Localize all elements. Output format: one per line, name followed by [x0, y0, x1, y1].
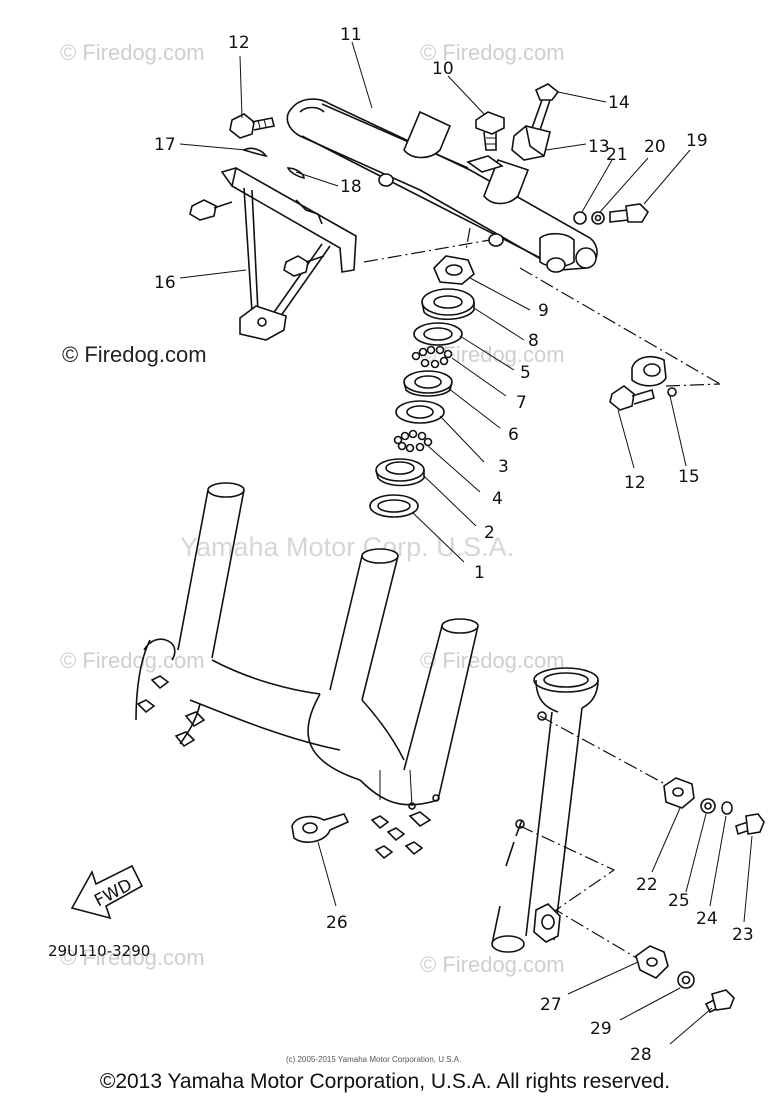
label-7: 7 — [516, 393, 527, 413]
label-28: 28 — [630, 1045, 652, 1065]
watermark-firedog: © Firedog.com — [60, 945, 205, 970]
small-print: (c) 2005-2015 Yamaha Motor Corporation, … — [286, 1055, 461, 1064]
bolt-28 — [704, 989, 735, 1014]
label-2: 2 — [484, 523, 495, 543]
label-20: 20 — [644, 137, 666, 157]
washer-21 — [573, 211, 587, 225]
washer-18 — [286, 167, 305, 180]
label-12-top: 12 — [228, 33, 250, 53]
frame — [135, 482, 479, 860]
watermark-firedog: © Firedog.com — [420, 648, 565, 673]
ball-race-4 — [393, 429, 433, 453]
watermark-manufacturer: Yamaha Motor Corp. U.S.A. — [180, 532, 514, 562]
bolt-12-top — [229, 113, 275, 139]
washer-24 — [721, 801, 733, 815]
clip-26 — [291, 813, 350, 843]
ring-nut-9 — [433, 255, 475, 285]
label-25: 25 — [668, 891, 690, 911]
label-11: 11 — [340, 25, 362, 45]
label-1: 1 — [474, 563, 485, 583]
label-8: 8 — [528, 331, 539, 351]
label-5: 5 — [520, 363, 531, 383]
part-labels: 12 11 10 14 13 21 20 19 17 18 16 9 8 5 7… — [154, 25, 754, 1065]
watermark-firedog: © Firedog.com — [60, 40, 205, 65]
washer-25 — [700, 798, 716, 814]
label-29: 29 — [590, 1019, 612, 1039]
label-13: 13 — [588, 137, 610, 157]
label-4: 4 — [492, 489, 503, 509]
label-15: 15 — [678, 467, 700, 487]
watermark-firedog: © Firedog.com — [420, 952, 565, 977]
watermark-firedog: © Firedog.com — [420, 40, 565, 65]
label-9: 9 — [538, 301, 549, 321]
label-6: 6 — [508, 425, 519, 445]
label-19: 19 — [686, 131, 708, 151]
label-17: 17 — [154, 135, 176, 155]
label-24: 24 — [696, 909, 718, 929]
label-23: 23 — [732, 925, 754, 945]
watermark-firedog: © Firedog.com — [60, 648, 205, 673]
label-14: 14 — [608, 93, 630, 113]
center-axis-lines — [363, 227, 721, 961]
label-16: 16 — [154, 273, 176, 293]
label-18: 18 — [340, 177, 362, 197]
label-22: 22 — [636, 875, 658, 895]
fork-outer-tube — [491, 667, 599, 953]
label-3: 3 — [498, 457, 509, 477]
label-12-right: 12 — [624, 473, 646, 493]
cap-13 — [511, 125, 551, 161]
copyright-notice: ©2013 Yamaha Motor Corporation, U.S.A. A… — [99, 1070, 671, 1093]
watermark-firedog: © Firedog.com — [62, 342, 207, 367]
clamp-22 — [663, 777, 695, 809]
ball-race-5 — [411, 345, 453, 369]
label-10: 10 — [432, 59, 454, 79]
label-26: 26 — [326, 913, 348, 933]
fwd-arrow: FWD — [70, 864, 144, 920]
bolt-12-right — [609, 385, 655, 411]
handle-crown — [286, 98, 598, 273]
washer-20 — [591, 211, 605, 225]
clamp-15 — [631, 355, 677, 397]
drawing-code: 29U110-3290 — [48, 942, 150, 960]
bolt-23 — [735, 813, 765, 836]
bolt-10 — [475, 111, 505, 151]
washer-17 — [241, 147, 268, 158]
washer-29 — [677, 971, 695, 989]
bearing-stack — [369, 288, 475, 518]
leader-lines — [179, 41, 753, 1045]
watermark-layer: © Firedog.com © Firedog.com © Firedog.co… — [60, 40, 565, 977]
label-27: 27 — [540, 995, 562, 1015]
clamp-27 — [635, 945, 669, 979]
meter-bracket — [189, 167, 357, 341]
bolt-19 — [609, 203, 650, 223]
label-21: 21 — [606, 145, 628, 165]
bolt-14 — [530, 83, 560, 131]
